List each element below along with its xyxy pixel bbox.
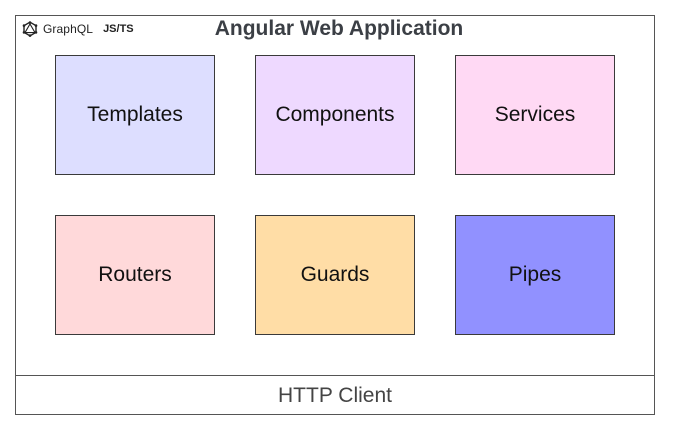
brand-tag: JS/TS	[103, 23, 134, 35]
http-client-section: HTTP Client	[15, 375, 655, 415]
services-label: Services	[494, 103, 576, 126]
guards-box: Guards	[255, 215, 415, 335]
templates-box: Templates	[55, 55, 215, 175]
http-client-label: HTTP Client	[278, 383, 392, 407]
brand-name: GraphQL	[43, 22, 94, 36]
services-box: Services	[455, 55, 615, 175]
diagram-title: Angular Web Application	[214, 17, 464, 40]
routers-label: Routers	[98, 263, 172, 286]
guards-label: Guards	[300, 263, 370, 286]
pipes-label: Pipes	[508, 263, 562, 286]
components-label: Components	[275, 103, 395, 126]
pipes-box: Pipes	[455, 215, 615, 335]
graphql-logo-icon	[21, 20, 39, 38]
templates-label: Templates	[87, 103, 183, 126]
routers-box: Routers	[55, 215, 215, 335]
components-box: Components	[255, 55, 415, 175]
brand-header: GraphQL JS/TS	[21, 20, 134, 38]
